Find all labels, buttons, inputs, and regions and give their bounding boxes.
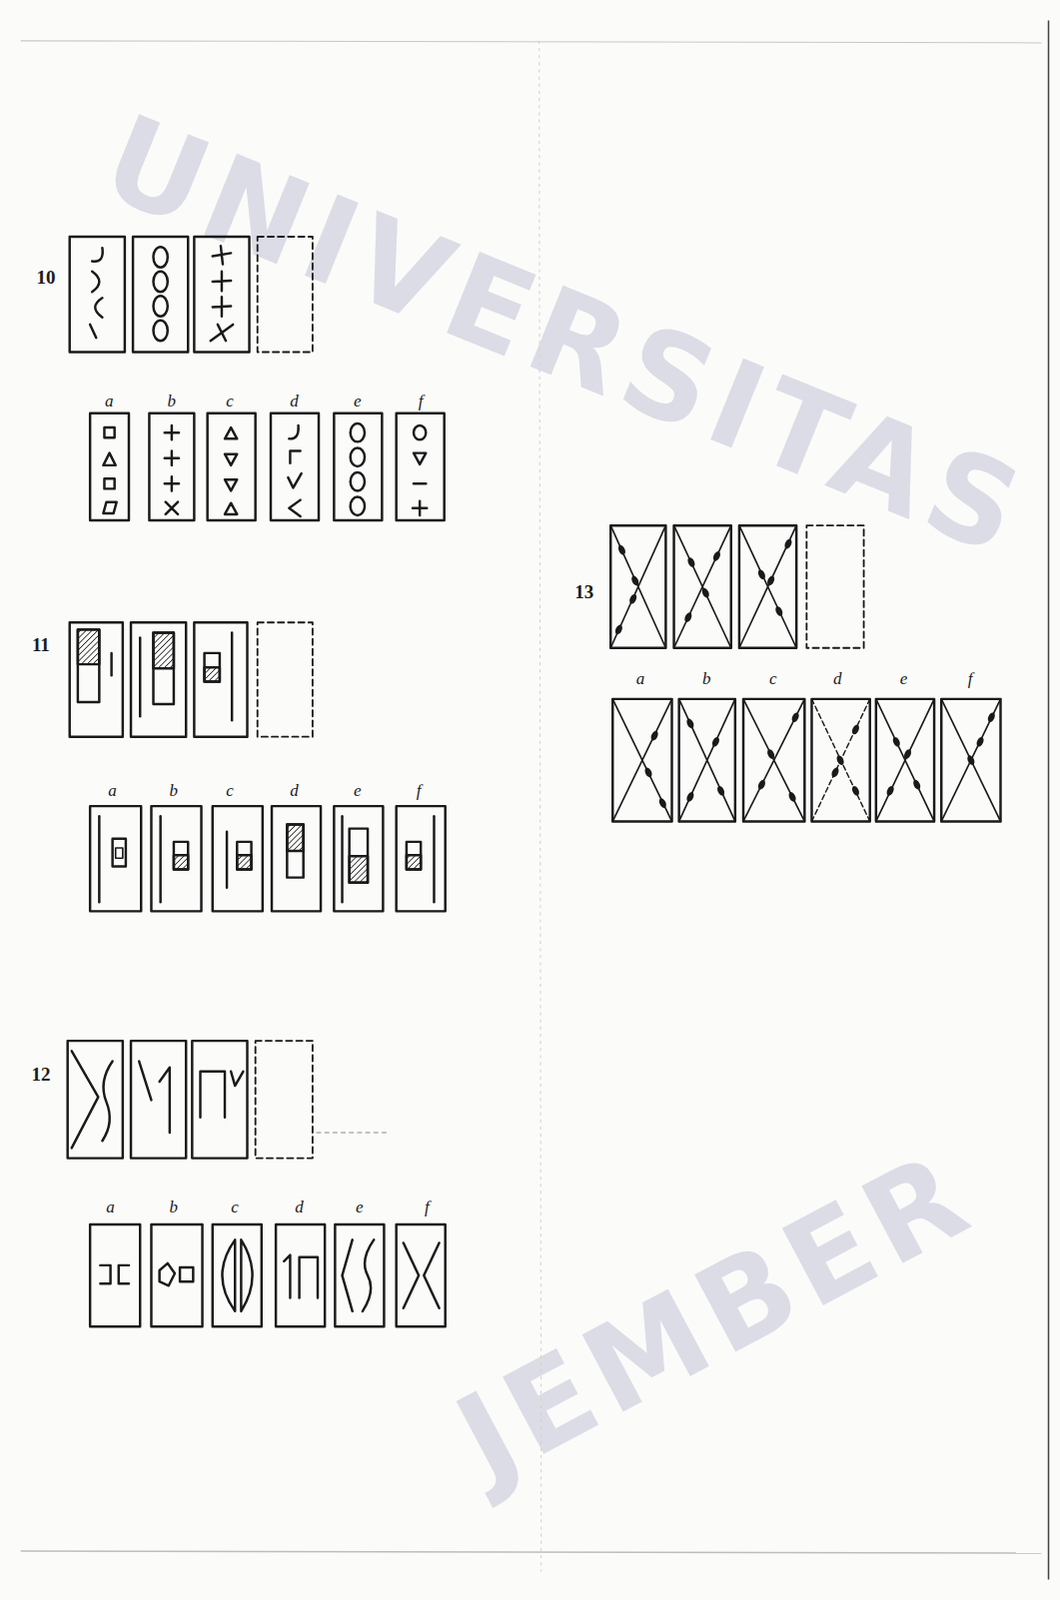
- option-letter: e: [353, 782, 362, 800]
- watermark: JEMBER: [439, 1132, 991, 1502]
- option-letter: f: [416, 782, 422, 800]
- option-letter: d: [289, 782, 299, 800]
- option-letter: f: [418, 392, 424, 410]
- option-letter: b: [702, 670, 712, 688]
- option-letter: f: [424, 1198, 430, 1216]
- option-letter: f: [968, 670, 974, 688]
- option-letter: a: [636, 670, 646, 688]
- option-letter: e: [900, 670, 909, 688]
- option-letter: d: [833, 670, 843, 688]
- option-letter: c: [225, 782, 234, 800]
- item-number: 13: [574, 582, 594, 602]
- option-letter: b: [166, 392, 176, 410]
- option-letter: e: [355, 1198, 364, 1216]
- option-letter: a: [107, 782, 117, 800]
- option-letter: b: [169, 1198, 179, 1216]
- option-letter: d: [289, 392, 299, 410]
- option-letter: c: [230, 1198, 239, 1216]
- item-number: 12: [30, 1064, 50, 1084]
- option-letter: c: [225, 392, 234, 410]
- option-letter: a: [105, 1198, 115, 1216]
- item-number: 10: [35, 267, 55, 287]
- option-letter: a: [104, 392, 114, 410]
- option-letter: c: [769, 670, 778, 688]
- option-letter: e: [353, 392, 362, 410]
- option-letter: b: [169, 782, 179, 800]
- option-letter: d: [294, 1198, 304, 1216]
- item-number: 11: [31, 635, 50, 655]
